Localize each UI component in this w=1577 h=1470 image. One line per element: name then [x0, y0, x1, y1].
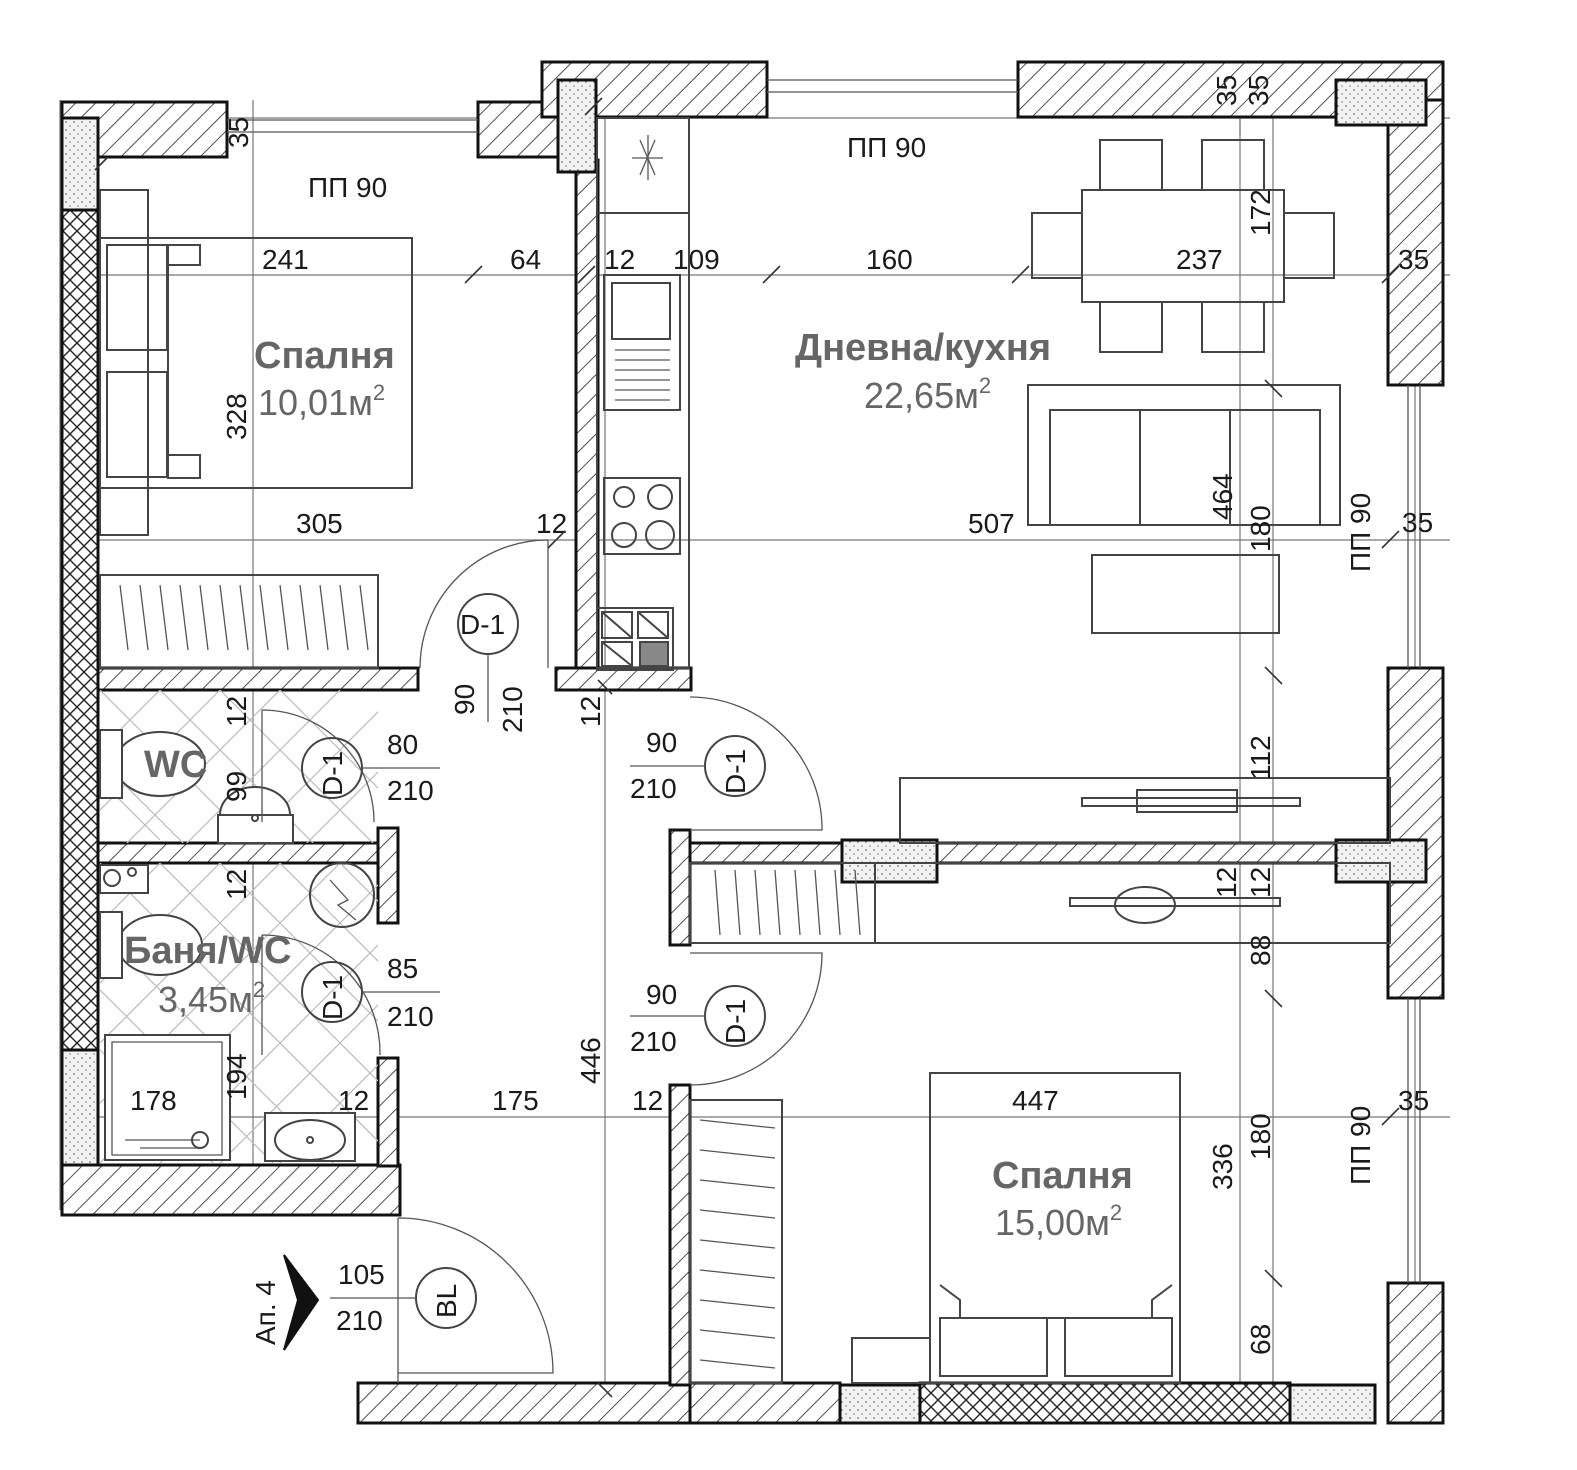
- dimension: 35: [1398, 244, 1429, 275]
- dimension: 68: [1245, 1324, 1276, 1355]
- dimension: 328: [221, 393, 252, 440]
- bath-area: 3,45м2: [158, 977, 265, 1020]
- dimension: 99: [221, 771, 252, 802]
- dimension: 64: [510, 244, 541, 275]
- bedroom2-name: Спалня: [992, 1155, 1133, 1197]
- dimension: 194: [221, 1053, 252, 1100]
- door-width: 105: [338, 1259, 385, 1290]
- dimension: 447: [1012, 1085, 1059, 1116]
- door-tag: D-1: [460, 609, 505, 640]
- dimension-ticks: [94, 97, 1400, 1398]
- door-tag: D-1: [720, 999, 751, 1044]
- bath-name: Баня/WC: [124, 930, 291, 972]
- dimension: 35: [1402, 507, 1433, 538]
- dimension: 12: [221, 696, 252, 727]
- dimension: 237: [1176, 244, 1223, 275]
- room-labels: Спалня 10,01м2 Дневна/кухня 22,65м2 WC Б…: [124, 327, 1133, 1243]
- dimension: 336: [1207, 1143, 1238, 1190]
- dimension: 12: [221, 869, 252, 900]
- dimension: 446: [575, 1037, 606, 1084]
- dimension: 12: [1211, 867, 1242, 898]
- door-tag: BL: [431, 1284, 462, 1318]
- dimension: 172: [1245, 189, 1276, 236]
- dimension: 12: [1245, 867, 1276, 898]
- door-tag: D-1: [317, 975, 348, 1020]
- dimension: 160: [866, 244, 913, 275]
- dimension: 12: [575, 696, 606, 727]
- window-label: ПП 90: [1345, 493, 1376, 572]
- dimension: 12: [604, 244, 635, 275]
- dimension: 180: [1245, 505, 1276, 552]
- dimension: 507: [968, 508, 1015, 539]
- door-tags: D-1 90 210 D-1 80 210 D-1 90 210 D-1 85 …: [250, 593, 766, 1345]
- door-height: 210: [336, 1305, 383, 1336]
- dimension: 35: [1398, 1085, 1429, 1116]
- dimension: 12: [632, 1085, 663, 1116]
- dimension: 178: [130, 1085, 177, 1116]
- door-width: 90: [646, 727, 677, 758]
- dimensions: 241 64 12 109 160 237 35 35 35 35 172 32…: [130, 75, 1433, 1355]
- door-width: 80: [387, 729, 418, 760]
- living-name: Дневна/кухня: [795, 327, 1051, 369]
- door-height: 210: [497, 686, 528, 733]
- dimension: 241: [262, 244, 309, 275]
- dimension: 12: [338, 1085, 369, 1116]
- living-area: 22,65м2: [864, 373, 991, 416]
- bedroom2-area: 15,00м2: [995, 1200, 1122, 1243]
- door-tag: D-1: [317, 751, 348, 796]
- dimension: 35: [1243, 75, 1274, 106]
- furniture: [99, 117, 1391, 1384]
- window-label: ПП 90: [847, 132, 926, 163]
- bedroom1-name: Спалня: [254, 335, 395, 377]
- dimension: 109: [673, 244, 720, 275]
- dimension: 464: [1207, 473, 1238, 520]
- dimension: 175: [492, 1085, 539, 1116]
- window-label: ПП 90: [308, 172, 387, 203]
- wc-name: WC: [144, 744, 207, 786]
- dimension: 88: [1245, 935, 1276, 966]
- window-labels: ПП 90 ПП 90 ПП 90 ПП 90: [308, 132, 1376, 1185]
- entrance-arrow-icon: [283, 1254, 320, 1351]
- walls: [60, 60, 1445, 1425]
- door-height: 210: [630, 1026, 677, 1057]
- dimension: 35: [223, 117, 254, 148]
- dimension: 35: [1211, 75, 1242, 106]
- window-label: ПП 90: [1345, 1106, 1376, 1185]
- windows: [227, 79, 1421, 1283]
- door-width: 90: [449, 684, 480, 715]
- dimension: 180: [1245, 1113, 1276, 1160]
- dimension: 305: [296, 508, 343, 539]
- door-height: 210: [630, 773, 677, 804]
- door-height: 210: [387, 1001, 434, 1032]
- entrance-label: Ап. 4: [250, 1280, 281, 1345]
- door-width: 90: [646, 979, 677, 1010]
- dimension: 112: [1245, 735, 1276, 780]
- door-width: 85: [387, 953, 418, 984]
- bedroom1-area: 10,01м2: [258, 380, 385, 423]
- door-swings: [261, 539, 823, 1383]
- door-height: 210: [387, 775, 434, 806]
- door-tag: D-1: [720, 749, 751, 794]
